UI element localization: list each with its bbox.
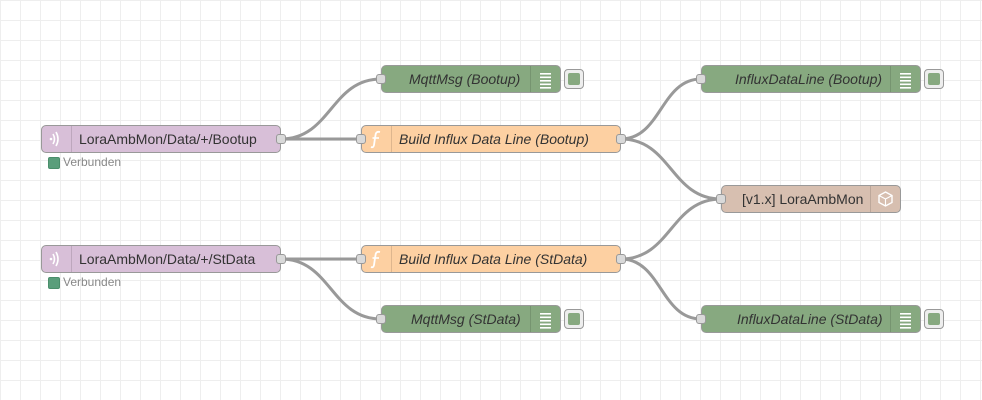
input-port[interactable] — [716, 194, 726, 204]
mqtt-in-node-stdata[interactable]: LoraAmbMon/Data/+/StData — [41, 245, 286, 273]
debug-node-mqttmsg-bootup[interactable]: MqttMsg (Bootup) — [376, 65, 561, 93]
status-text: Verbunden — [63, 155, 122, 169]
debug-label-mqttmsg-bootup: MqttMsg (Bootup) — [409, 71, 521, 87]
input-port[interactable] — [376, 314, 386, 324]
influxdb-icon — [870, 186, 900, 212]
input-port[interactable] — [696, 314, 706, 324]
output-port[interactable] — [616, 254, 626, 264]
debug-node-mqttmsg-stdata[interactable]: MqttMsg (StData) — [376, 305, 561, 333]
influxdb-out-node[interactable]: [v1.x] LoraAmbMon — [716, 185, 901, 213]
debug-toggle-button[interactable] — [564, 309, 584, 329]
mqtt-wave-icon — [42, 126, 72, 152]
wire-build-bootup-to-influx-out[interactable] — [620, 137, 722, 201]
input-port[interactable] — [356, 254, 366, 264]
function-label-bootup: Build Influx Data Line (Bootup) — [399, 131, 589, 147]
function-node-stdata[interactable]: Build Influx Data Line (StData) — [356, 245, 626, 273]
debug-label-mqttmsg-stdata: MqttMsg (StData) — [411, 311, 521, 327]
debug-label-influxdataline-stdata: InfluxDataLine (StData) — [737, 311, 883, 327]
debug-toggle-button[interactable] — [564, 69, 584, 89]
debug-node-influxdataline-bootup[interactable]: InfluxDataLine (Bootup) — [696, 65, 921, 93]
status-text: Verbunden — [63, 275, 122, 289]
wire-stdata-to-mqttmsg[interactable] — [280, 257, 382, 321]
debug-list-icon — [530, 66, 560, 92]
debug-toggle-button[interactable] — [924, 69, 944, 89]
debug-node-influxdataline-stdata[interactable]: InfluxDataLine (StData) — [696, 305, 921, 333]
status-connected-dot — [48, 277, 60, 289]
wire-build-stdata-to-influxdataline[interactable] — [620, 257, 702, 321]
function-icon — [362, 246, 392, 272]
function-icon — [362, 126, 392, 152]
mqtt-in-label-bootup: LoraAmbMon/Data/+/Bootup — [79, 131, 257, 147]
output-port[interactable] — [276, 254, 286, 264]
wire-build-bootup-to-influxdataline[interactable] — [620, 77, 702, 141]
influxdb-out-label: [v1.x] LoraAmbMon — [742, 191, 864, 207]
mqtt-wave-icon — [42, 246, 72, 272]
function-label-stdata: Build Influx Data Line (StData) — [399, 251, 588, 267]
output-port[interactable] — [276, 134, 286, 144]
mqtt-in-node-bootup[interactable]: LoraAmbMon/Data/+/Bootup — [41, 125, 286, 153]
debug-list-icon — [890, 66, 920, 92]
input-port[interactable] — [696, 74, 706, 84]
debug-list-icon — [530, 306, 560, 332]
debug-label-influxdataline-bootup: InfluxDataLine (Bootup) — [735, 71, 883, 87]
status-connected-dot — [48, 157, 60, 169]
debug-list-icon — [890, 306, 920, 332]
wire-build-stdata-to-influx-out[interactable] — [620, 197, 722, 261]
wire-bootup-to-mqttmsg[interactable] — [280, 77, 382, 141]
input-port[interactable] — [356, 134, 366, 144]
input-port[interactable] — [376, 74, 386, 84]
debug-toggle-button[interactable] — [924, 309, 944, 329]
mqtt-in-label-stdata: LoraAmbMon/Data/+/StData — [79, 251, 256, 267]
function-node-bootup[interactable]: Build Influx Data Line (Bootup) — [356, 125, 626, 153]
output-port[interactable] — [616, 134, 626, 144]
